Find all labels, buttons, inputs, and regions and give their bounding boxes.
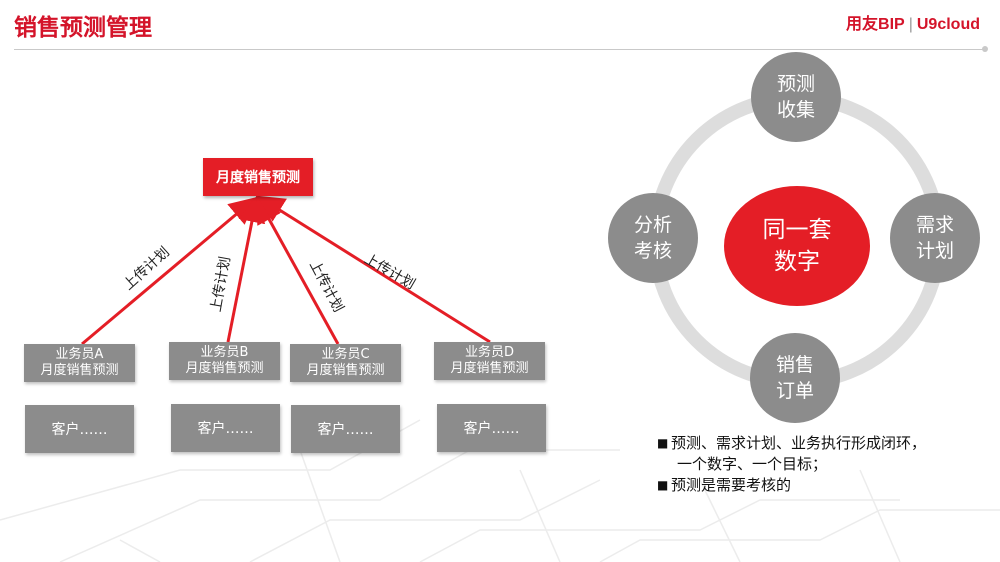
brand-main: 用友BIP (846, 16, 905, 33)
salesperson-box-d: 业务员D 月度销售预测 (434, 342, 545, 380)
bullet-item: 一个数字、一个目标； (657, 454, 926, 475)
node-line2: 计划 (915, 240, 954, 262)
salesperson-box-c: 业务员C 月度销售预测 (290, 344, 401, 382)
bullet-text: 一个数字、一个目标； (677, 455, 828, 473)
customer-box-a: 客户…… (25, 405, 134, 453)
customer-box-d: 客户…… (437, 404, 546, 452)
node-line2: 收集 (776, 99, 815, 121)
salesperson-box-b: 业务员B 月度销售预测 (169, 342, 280, 380)
bullet-item: ■ 预测、需求计划、业务执行形成闭环， (657, 433, 926, 454)
salesperson-name: 业务员A (55, 347, 104, 362)
salesperson-name: 业务员B (200, 345, 249, 360)
page-title: 销售预测管理 (14, 15, 152, 41)
node-demand-plan: 需求 计划 (890, 193, 980, 283)
salesperson-box-a: 业务员A 月度销售预测 (24, 344, 135, 382)
bullet-marker: ■ (657, 478, 669, 492)
header-divider-dot (982, 46, 988, 52)
salesperson-name: 业务员D (464, 345, 514, 360)
salesperson-desc: 月度销售预测 (450, 361, 529, 376)
salesperson-desc: 月度销售预测 (185, 361, 264, 376)
node-line2: 订单 (775, 380, 814, 402)
salesperson-desc: 月度销售预测 (306, 363, 385, 378)
header-divider (14, 49, 984, 50)
center-node-line1: 同一套 (762, 217, 832, 243)
node-analysis-assessment: 分析 考核 (608, 193, 698, 283)
brand-sub: U9cloud (916, 16, 980, 33)
customer-box-b: 客户…… (171, 404, 280, 452)
bullet-marker: ■ (657, 436, 669, 450)
node-sales-order: 销售 订单 (750, 333, 840, 423)
brand-logo: 用友BIP|U9cloud (846, 10, 980, 34)
arrow-b (226, 195, 266, 343)
node-line1: 需求 (915, 214, 954, 236)
salesperson-name: 业务员C (321, 347, 370, 362)
bullet-text: 预测是需要考核的 (671, 476, 792, 494)
node-line2: 考核 (633, 240, 672, 262)
brand-separator: | (908, 16, 913, 33)
node-line1: 分析 (633, 214, 672, 236)
customer-box-c: 客户…… (291, 405, 400, 453)
center-node-line2: 数字 (774, 249, 820, 275)
arrow-d (256, 195, 491, 344)
arrow-c (256, 195, 340, 345)
bullet-item: ■ 预测是需要考核的 (657, 475, 926, 496)
bullet-list: ■ 预测、需求计划、业务执行形成闭环， 一个数字、一个目标； ■ 预测是需要考核… (657, 433, 926, 496)
bullet-text: 预测、需求计划、业务执行形成闭环， (671, 434, 927, 452)
center-node-same-number: 同一套 数字 (724, 186, 870, 306)
monthly-forecast-box: 月度销售预测 (203, 158, 313, 196)
node-line1: 销售 (775, 354, 814, 376)
node-line1: 预测 (776, 73, 815, 95)
salesperson-desc: 月度销售预测 (40, 363, 119, 378)
arrow-a (81, 197, 257, 346)
node-forecast-collection: 预测 收集 (751, 52, 841, 142)
